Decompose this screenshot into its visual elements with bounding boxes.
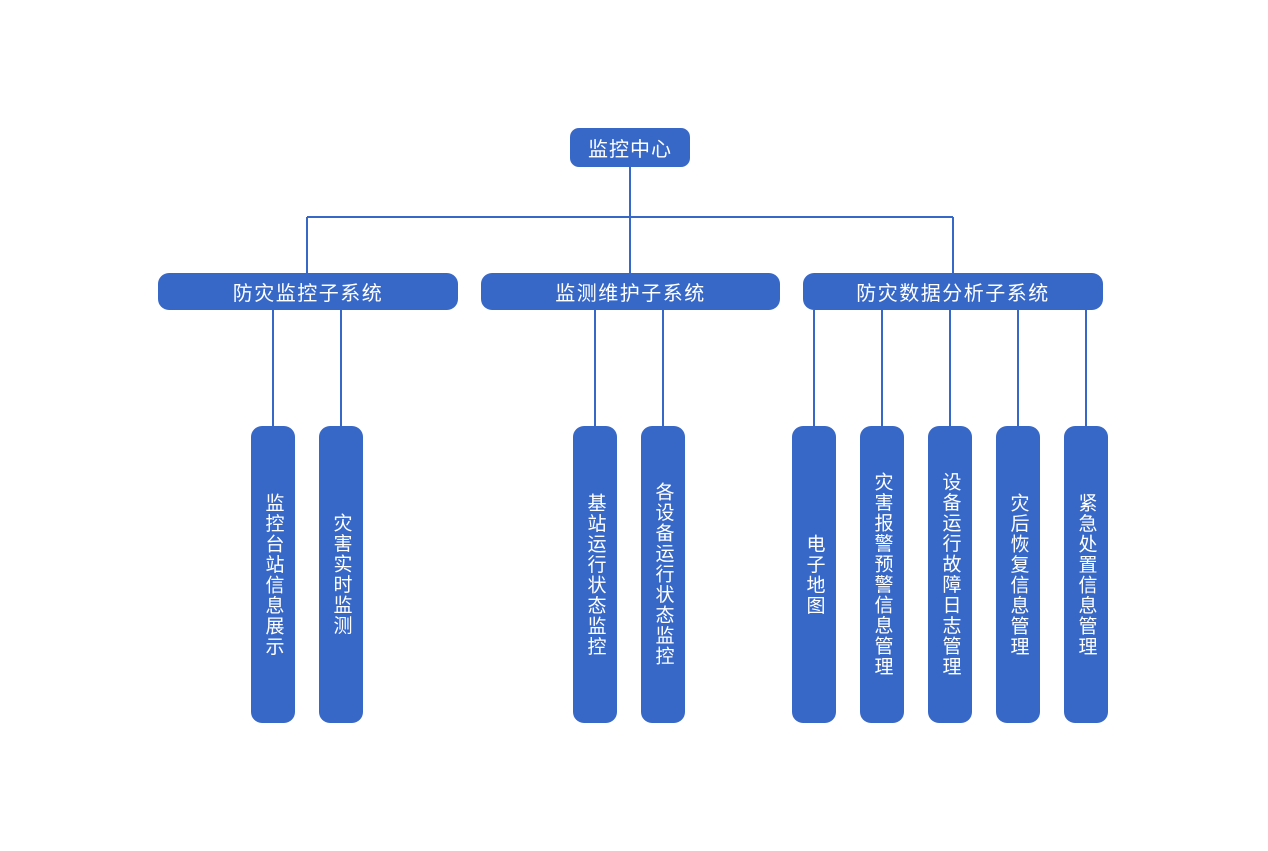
node-leaf-electronic-map[interactable]: 电子地图 (792, 426, 836, 723)
node-subsystem-label: 防灾监控子系统 (232, 281, 384, 305)
node-leaf-label: 监控台站信息展示 (262, 492, 285, 657)
node-leaf-base-station-status-monitoring[interactable]: 基站运行状态监控 (573, 426, 617, 723)
node-leaf-station-info-display[interactable]: 监控台站信息展示 (251, 426, 295, 723)
node-leaf-label: 设备运行故障日志管理 (939, 472, 962, 677)
node-leaf-label: 电子地图 (803, 533, 826, 616)
node-leaf-disaster-alarm-info-management[interactable]: 灾害报警预警信息管理 (860, 426, 904, 723)
node-root-monitoring-center[interactable]: 监控中心 (570, 128, 690, 167)
node-leaf-device-fault-log-management[interactable]: 设备运行故障日志管理 (928, 426, 972, 723)
node-leaf-label: 灾后恢复信息管理 (1007, 492, 1030, 657)
node-root-label: 监控中心 (588, 137, 672, 161)
node-subsystem-disaster-prevention-monitoring[interactable]: 防灾监控子系统 (158, 273, 458, 310)
node-leaf-device-status-monitoring[interactable]: 各设备运行状态监控 (641, 426, 685, 723)
node-subsystem-disaster-data-analysis[interactable]: 防灾数据分析子系统 (803, 273, 1103, 310)
node-leaf-label: 各设备运行状态监控 (652, 482, 675, 667)
node-subsystem-monitoring-maintenance[interactable]: 监测维护子系统 (481, 273, 780, 310)
node-leaf-post-disaster-recovery-info-management[interactable]: 灾后恢复信息管理 (996, 426, 1040, 723)
node-subsystem-label: 防灾数据分析子系统 (856, 281, 1050, 305)
node-leaf-emergency-response-info-management[interactable]: 紧急处置信息管理 (1064, 426, 1108, 723)
node-leaf-label: 基站运行状态监控 (584, 492, 607, 657)
node-leaf-label: 灾害实时监测 (330, 513, 353, 636)
node-leaf-label: 灾害报警预警信息管理 (871, 472, 894, 677)
node-leaf-realtime-disaster-monitoring[interactable]: 灾害实时监测 (319, 426, 363, 723)
node-subsystem-label: 监测维护子系统 (555, 281, 706, 305)
node-leaf-label: 紧急处置信息管理 (1075, 492, 1098, 657)
